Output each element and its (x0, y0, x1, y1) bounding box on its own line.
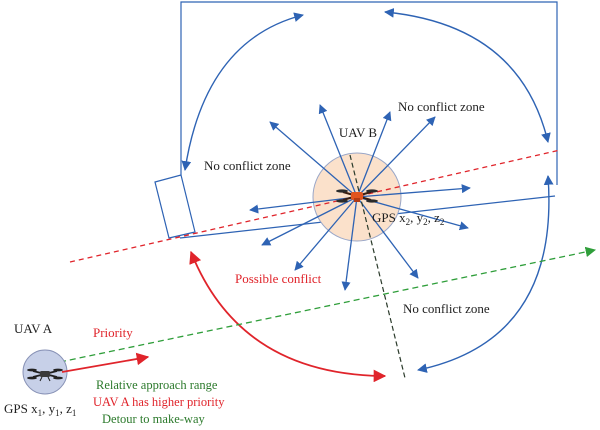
no-conflict-zone-label-bottom-right: No conflict zone (403, 301, 490, 316)
uav-a-drone-icon (27, 368, 63, 382)
uav-a-heading-line (59, 246, 597, 363)
perpendicular-line (349, 154, 406, 379)
uav-b-heading-line (69, 149, 561, 263)
gps-a-z: , z (60, 401, 73, 416)
detour-arc-top-left (181, 12, 304, 171)
detour-arc-right (417, 175, 554, 373)
radial-arrow (261, 196, 358, 246)
gps-b-label: GPS x2, y2, z2 (372, 210, 444, 227)
possible-conflict-arc (189, 250, 387, 383)
no-conflict-zone-label-left: No conflict zone (204, 158, 291, 173)
radial-arrow (249, 196, 358, 214)
gps-a-sub-z: 1 (72, 408, 77, 418)
gps-b-prefix: GPS x (372, 210, 406, 225)
gps-a-prefix: GPS x (4, 401, 38, 416)
radial-arrow (318, 104, 358, 198)
priority-arrow (61, 352, 150, 373)
gps-b-sub-x: 2 (406, 217, 411, 227)
no-conflict-zone-boundary (180, 1, 558, 185)
priority-label: Priority (93, 325, 133, 340)
possible-conflict-label: Possible conflict (235, 271, 322, 286)
radial-arrow (356, 196, 419, 279)
detour-entry-box (154, 174, 196, 239)
gps-b-y: , y (410, 210, 424, 225)
relative-approach-label: Relative approach range (96, 378, 218, 392)
uav-a-priority-label: UAV A has higher priority (93, 395, 225, 409)
detour-arc-top-right (384, 7, 551, 143)
detour-label: Detour to make-way (102, 412, 205, 426)
uav-b-drone-icon (336, 189, 378, 203)
gps-a-label: GPS x1, y1, z1 (4, 401, 76, 418)
gps-b-sub-z: 2 (440, 217, 445, 227)
gps-b-z: , z (428, 210, 441, 225)
uav-a-label: UAV A (14, 321, 53, 336)
gps-a-y: , y (42, 401, 56, 416)
gps-a-sub-x: 1 (38, 408, 43, 418)
uav-b-label: UAV B (339, 125, 378, 140)
no-conflict-zone-label-top-right: No conflict zone (398, 99, 485, 114)
gps-a-sub-y: 1 (55, 408, 60, 418)
gps-b-sub-y: 2 (423, 217, 428, 227)
